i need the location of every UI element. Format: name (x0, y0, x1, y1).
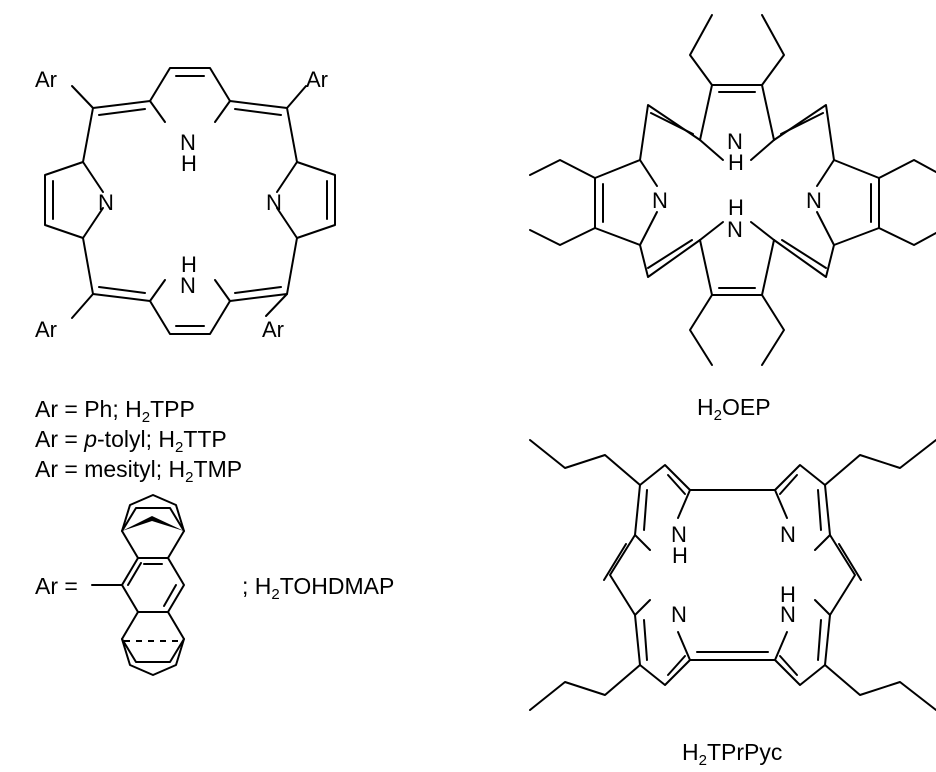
tprpyc-name: H2TPrPyc (682, 739, 782, 769)
ar-bottom-left-label: Ar (35, 317, 57, 342)
pyc-n-bottom-left: N (671, 602, 687, 627)
oep-nh-bottom-n: N (727, 217, 743, 242)
tetraaryl-porphyrin-structure (44, 67, 336, 335)
pyc-nh-top-n: N (671, 522, 687, 547)
legend-line-ph: Ar = Ph; H2TPP (35, 396, 195, 426)
pyc-n-top-right: N (780, 522, 796, 547)
oep-nh-top-h: H (728, 150, 744, 175)
tpp-nh-bottom-h: H (181, 252, 197, 277)
tohdmap-ar-prefix: Ar = (35, 573, 78, 599)
tetrapropylporphycene-structure (529, 439, 936, 711)
oep-nh-top-n: N (727, 129, 743, 154)
legend-line-mesityl: Ar = mesityl; H2TMP (35, 456, 242, 486)
oep-n-left: N (652, 188, 668, 213)
tpp-n-left: N (98, 190, 114, 215)
tohdmap-aryl-structure (91, 494, 185, 676)
tohdmap-name: ; H2TOHDMAP (242, 573, 394, 603)
tpp-nh-top-n: N (180, 130, 196, 155)
oep-nh-bottom-h: H (728, 195, 744, 220)
pyc-nh-bottom-h: H (780, 582, 796, 607)
oep-name: H2OEP (697, 394, 771, 424)
tpp-nh-top-h: H (181, 151, 197, 176)
ar-top-right-label: Ar (306, 67, 328, 92)
ar-top-left-label: Ar (35, 67, 57, 92)
pyc-nh-top-h: H (672, 543, 688, 568)
tpp-nh-bottom-n: N (180, 273, 196, 298)
legend-line-tolyl: Ar = p-tolyl; H2TTP (35, 426, 227, 456)
octaethylporphyrin-structure (529, 14, 936, 366)
tpp-n-right: N (266, 190, 282, 215)
oep-n-right: N (806, 188, 822, 213)
pyc-nh-bottom-n: N (780, 602, 796, 627)
ar-bottom-right-label: Ar (262, 317, 284, 342)
aryl-legend: Ar = Ph; H2TPP Ar = p-tolyl; H2TTP Ar = … (35, 396, 242, 486)
